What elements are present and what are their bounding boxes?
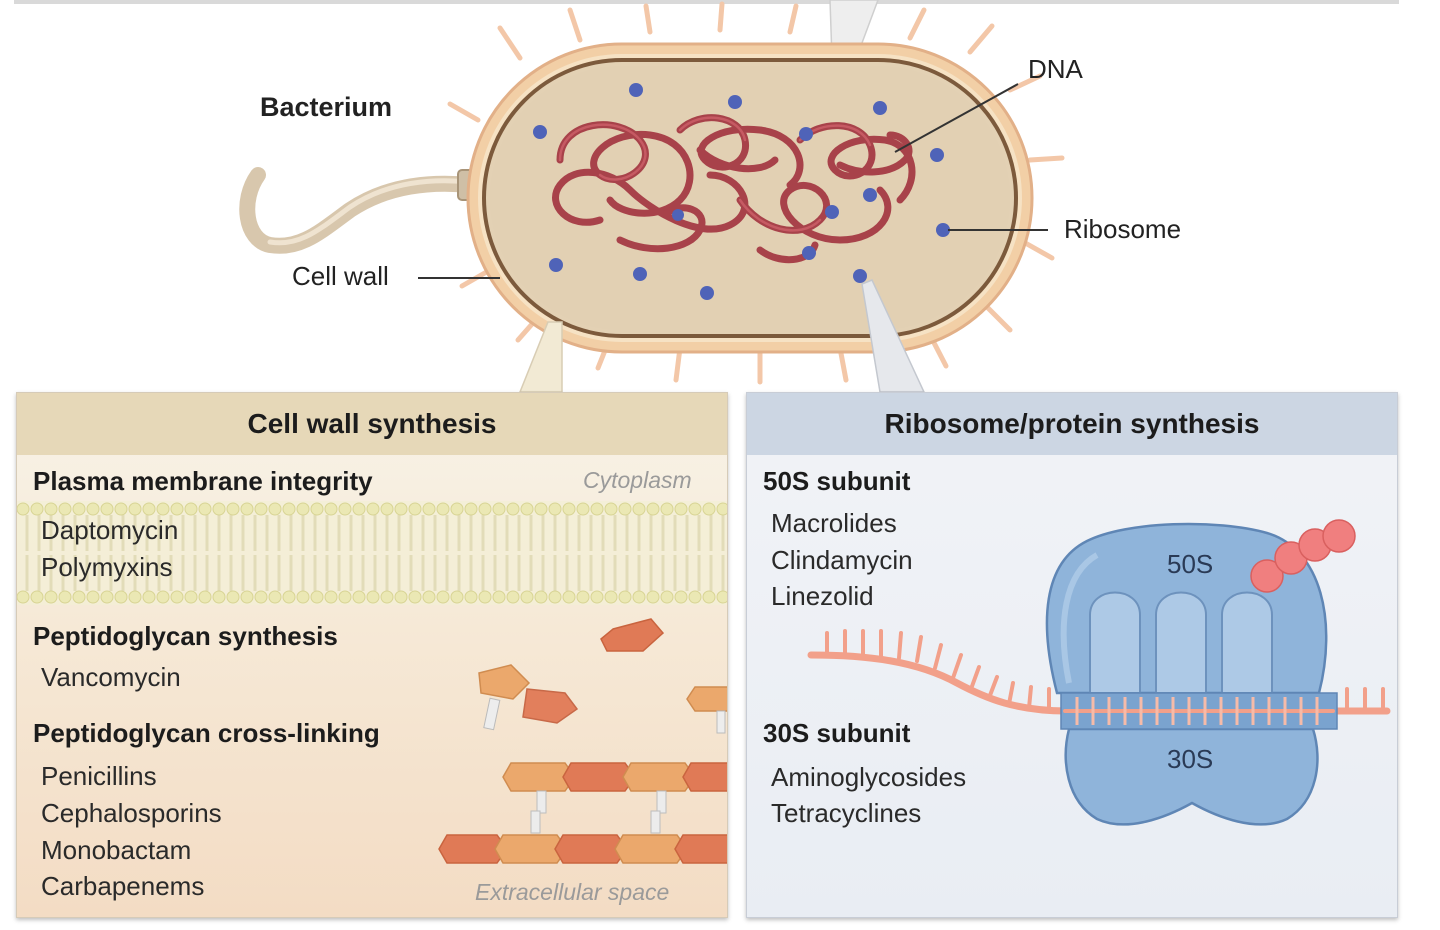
ribosome-illustration (807, 519, 1391, 826)
cytoplasm-label: Cytoplasm (583, 467, 692, 493)
cell-wall-label: Cell wall (292, 261, 389, 291)
mrna-strand (807, 651, 1391, 715)
cytoplasm (490, 66, 1010, 330)
drug-carbapenems: Carbapenems (41, 871, 205, 901)
section-title-peptidoglycan-synthesis: Peptidoglycan synthesis (33, 621, 338, 651)
nascent-peptide (1250, 519, 1356, 593)
cell-wall-panel-title: Cell wall synthesis (17, 393, 727, 455)
ribosome-label: Ribosome (1064, 214, 1182, 244)
bacterium-illustration (14, 0, 1399, 393)
cell-wall-synthesis-panel: Cell wall synthesis Cytoplasm Extracellu… (16, 392, 728, 918)
drug-macrolides: Macrolides (771, 508, 897, 538)
drug-vancomycin: Vancomycin (41, 662, 181, 692)
ribosome-panel-title: Ribosome/protein synthesis (747, 393, 1397, 455)
section-title-30s-subunit: 30S subunit (763, 718, 911, 748)
pili (447, 1, 1065, 385)
top-frame-edge (14, 0, 1399, 4)
cell-wall-panel-illustration (17, 501, 727, 864)
drug-cephalosporins: Cephalosporins (41, 798, 222, 828)
mrna-bases (825, 629, 1385, 713)
ribosome-tunnels (1089, 591, 1273, 694)
drug-daptomycin: Daptomycin (41, 515, 179, 545)
dna-leader-line (894, 83, 1019, 153)
ribosome-protein-synthesis-panel: Ribosome/protein synthesis 50S 30S 50S s… (746, 392, 1398, 918)
peptidoglycan-units (478, 618, 727, 734)
ribosome-30s-badge: 30S (1167, 744, 1214, 774)
mrna-bases-in-channel (1075, 697, 1319, 725)
bacterium-label: Bacterium (260, 92, 393, 122)
drug-penicillins: Penicillins (41, 761, 157, 791)
ribosome-30s-subunit (1064, 727, 1319, 826)
ribosome-dots (533, 83, 950, 300)
extracellular-space-label: Extracellular space (475, 879, 670, 905)
drug-polymyxins: Polymyxins (41, 552, 173, 582)
drug-linezolid: Linezolid (771, 581, 874, 611)
lipid-bilayer (17, 501, 727, 605)
flagellum-highlight (267, 178, 473, 246)
dna-label: DNA (1028, 54, 1083, 84)
drug-tetracyclines: Tetracyclines (771, 798, 922, 828)
section-title-plasma-membrane: Plasma membrane integrity (33, 466, 373, 496)
section-title-50s-subunit: 50S subunit (763, 466, 911, 496)
section-title-peptidoglycan-cross-linking: Peptidoglycan cross-linking (33, 718, 380, 748)
peptidoglycan-cross-linked-chains (438, 762, 727, 864)
flagellum (239, 167, 478, 254)
drug-clindamycin: Clindamycin (771, 545, 913, 575)
drug-monobactam: Monobactam (41, 835, 192, 865)
drug-aminoglycosides: Aminoglycosides (771, 762, 967, 792)
ribosome-50s-badge: 50S (1167, 549, 1214, 579)
